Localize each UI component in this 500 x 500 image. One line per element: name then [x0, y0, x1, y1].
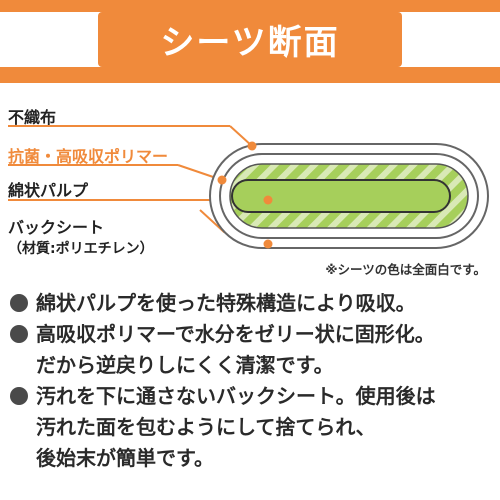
leader-line-nonwoven-angle: [229, 125, 253, 147]
bullet-icon: [10, 387, 28, 405]
color-note: ※シーツの色は全面白です。: [325, 262, 486, 277]
page-title: シーツ断面: [160, 23, 340, 63]
feature-text: 綿状パルプを使った特殊構造により吸収。: [36, 291, 416, 315]
bullet-icon: [10, 294, 28, 312]
layer-label-polymer: 抗菌・高吸収ポリマー: [8, 147, 169, 166]
bullet-icon: [10, 325, 28, 343]
title-badge: シーツ断面: [98, 12, 402, 67]
pulp-core: [231, 179, 451, 213]
feature-item: 高吸収ポリマーで水分をゼリー状に固形化。 だから逆戻りしにくく清潔です。: [10, 319, 495, 381]
feature-text: 汚れを下に通さないバックシート。使用後は: [36, 384, 436, 408]
marker-dot-backsheet: [263, 239, 273, 249]
feature-text: 高吸収ポリマーで水分をゼリー状に固形化。: [36, 322, 435, 346]
feature-list: 綿状パルプを使った特殊構造により吸収。 高吸収ポリマーで水分をゼリー状に固形化。…: [10, 288, 495, 474]
feature-item: 綿状パルプを使った特殊構造により吸収。: [10, 288, 495, 319]
feature-text: だから逆戻りしにくく清潔です。: [36, 353, 334, 377]
marker-dot-pulp: [263, 195, 273, 205]
marker-dot-nonwoven: [247, 141, 257, 151]
layer-label-backsheet-material: （材質:ポリエチレン）: [8, 241, 154, 257]
feature-item: 汚れを下に通さないバックシート。使用後は 汚れた面を包むようにして捨てられ、 後…: [10, 381, 495, 474]
feature-text: 汚れた面を包むようにして捨てられ、: [36, 415, 376, 439]
marker-dot-polymer: [217, 175, 227, 185]
layer-label-backsheet: バックシート: [8, 218, 105, 237]
feature-text: 後始末が簡単です。: [36, 446, 214, 470]
layer-label-nonwoven: 不織布: [8, 108, 57, 127]
layer-label-pulp: 綿状パルプ: [8, 181, 89, 200]
